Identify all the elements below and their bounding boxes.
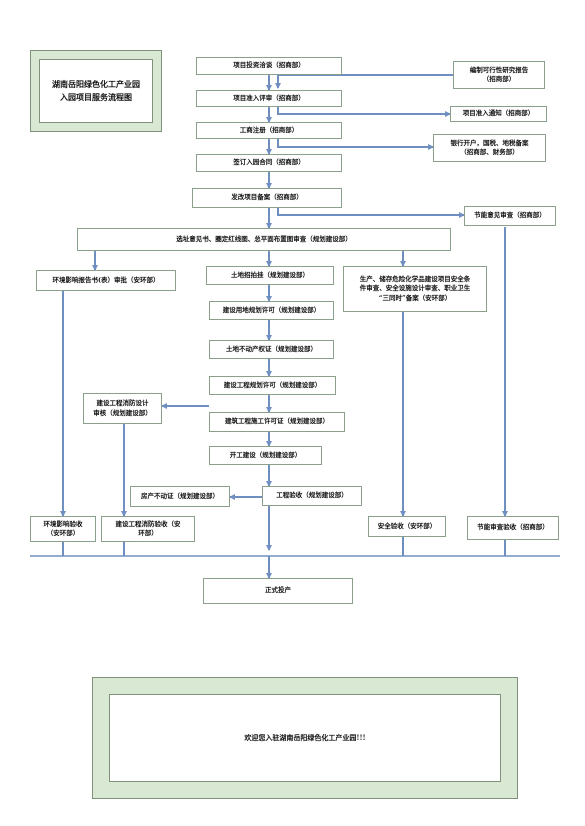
step-safety-review: 生产、储存危险化学品建设项目安全条 件审查、安全设施设计审查、职业卫生 “三同时… bbox=[343, 266, 487, 312]
arrow-energy-review bbox=[277, 208, 465, 218]
step-fire-acceptance: 建设工程消防验收（安 环部） bbox=[101, 516, 195, 542]
step-energy-acceptance: 节能审查验收（招商部） bbox=[467, 516, 559, 540]
diagram-title: 湖南岳阳绿色化工产业园 入园项目服务流程图 bbox=[39, 59, 153, 123]
step-investment: 项目投资洽谈（招商部） bbox=[196, 57, 342, 75]
step-safety-acceptance: 安全验收（安环部） bbox=[368, 516, 446, 537]
step-admission-review: 项目准入评审（招商部） bbox=[196, 90, 342, 107]
arrow-admission-notice bbox=[277, 106, 451, 117]
arrow-bank-tax bbox=[277, 139, 434, 150]
welcome-plaque: 欢迎您入驻湖南岳阳绿色化工产业园!!! bbox=[92, 677, 518, 799]
step-fire-design: 建设工程消防设计 审核（规划建设部） bbox=[83, 393, 162, 424]
step-production: 正式投产 bbox=[203, 578, 353, 604]
step-land-auction: 土地招拍挂（规划建设部） bbox=[206, 266, 334, 285]
step-land-cert: 土地不动产权证（规划建设部） bbox=[209, 340, 334, 359]
step-feasibility: 编制可行性研究报告 （招商部） bbox=[453, 61, 545, 89]
step-bank-tax: 银行开户，国税、地税备案 （招商部、财务部） bbox=[433, 134, 546, 162]
step-env-acceptance: 环境影响验收 （安环部） bbox=[30, 516, 96, 542]
step-construction-permit: 建筑工程施工许可证（规划建设部） bbox=[209, 412, 345, 432]
welcome-message: 欢迎您入驻湖南岳阳绿色化工产业园!!! bbox=[109, 694, 501, 782]
arrow-feasibility-in bbox=[275, 74, 453, 89]
step-admission-notice: 项目准入通知（招商部） bbox=[450, 106, 547, 122]
step-acceptance: 工程验收（规划建设部） bbox=[262, 486, 362, 506]
step-eng-permit: 建设工程规划许可（规划建设部） bbox=[209, 376, 336, 395]
step-land-permit: 建设用地规划许可（规划建设部） bbox=[209, 301, 334, 320]
step-start-construction: 开工建设（规划建设部） bbox=[209, 446, 322, 465]
step-env-report: 环境影响报告书(表）审批（安环部） bbox=[36, 270, 176, 291]
step-energy-review: 节能意见审查（招商部） bbox=[464, 206, 556, 226]
step-property-cert: 房产不动证（规划建设部） bbox=[130, 486, 230, 507]
step-contract: 签订入园合同（招商部） bbox=[196, 154, 342, 172]
step-business-registration: 工商注册（招商部） bbox=[196, 122, 342, 139]
step-site-review: 选址意见书、圈定红线图、总平面布置图审查（规划建设部） bbox=[77, 228, 451, 251]
title-plaque: 湖南岳阳绿色化工产业园 入园项目服务流程图 bbox=[30, 50, 162, 132]
step-project-filing: 发改项目备案（招商部） bbox=[192, 188, 342, 208]
